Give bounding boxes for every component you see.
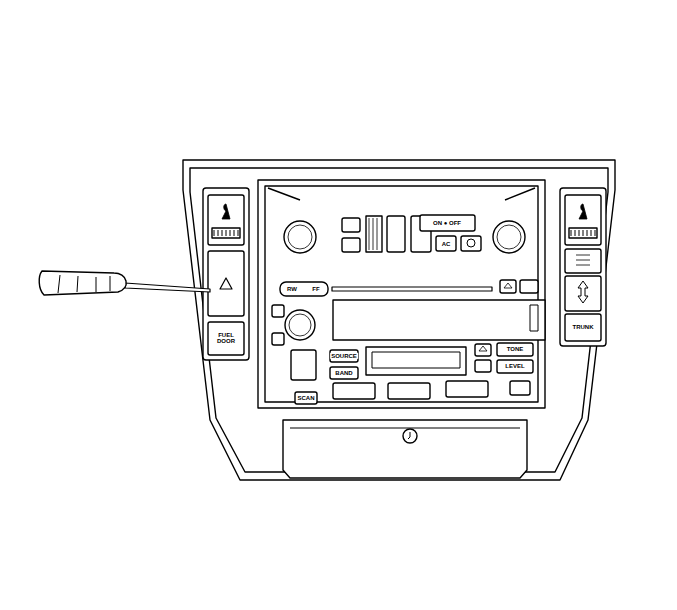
panel-label: BAND — [334, 370, 353, 376]
panel-label: SOURCE — [330, 353, 358, 359]
panel-label: TONE — [506, 346, 525, 352]
left-switch-column — [203, 188, 249, 360]
bezel — [183, 160, 615, 480]
panel-label: SCAN — [296, 395, 315, 401]
panel-label: TRUNK — [572, 324, 595, 330]
screwdriver — [39, 271, 210, 295]
climate-controls — [284, 215, 525, 253]
panel-label: AC — [441, 241, 452, 247]
panel-label: RW — [286, 286, 298, 292]
panel-label: FUEL DOOR — [214, 332, 238, 345]
storage-bin — [283, 420, 527, 478]
radio-unit — [272, 280, 545, 404]
right-switch-column — [560, 188, 606, 346]
panel-label: FF — [311, 286, 320, 292]
panel-label: LEVEL — [504, 363, 525, 369]
panel-label: ON ● OFF — [432, 220, 462, 226]
